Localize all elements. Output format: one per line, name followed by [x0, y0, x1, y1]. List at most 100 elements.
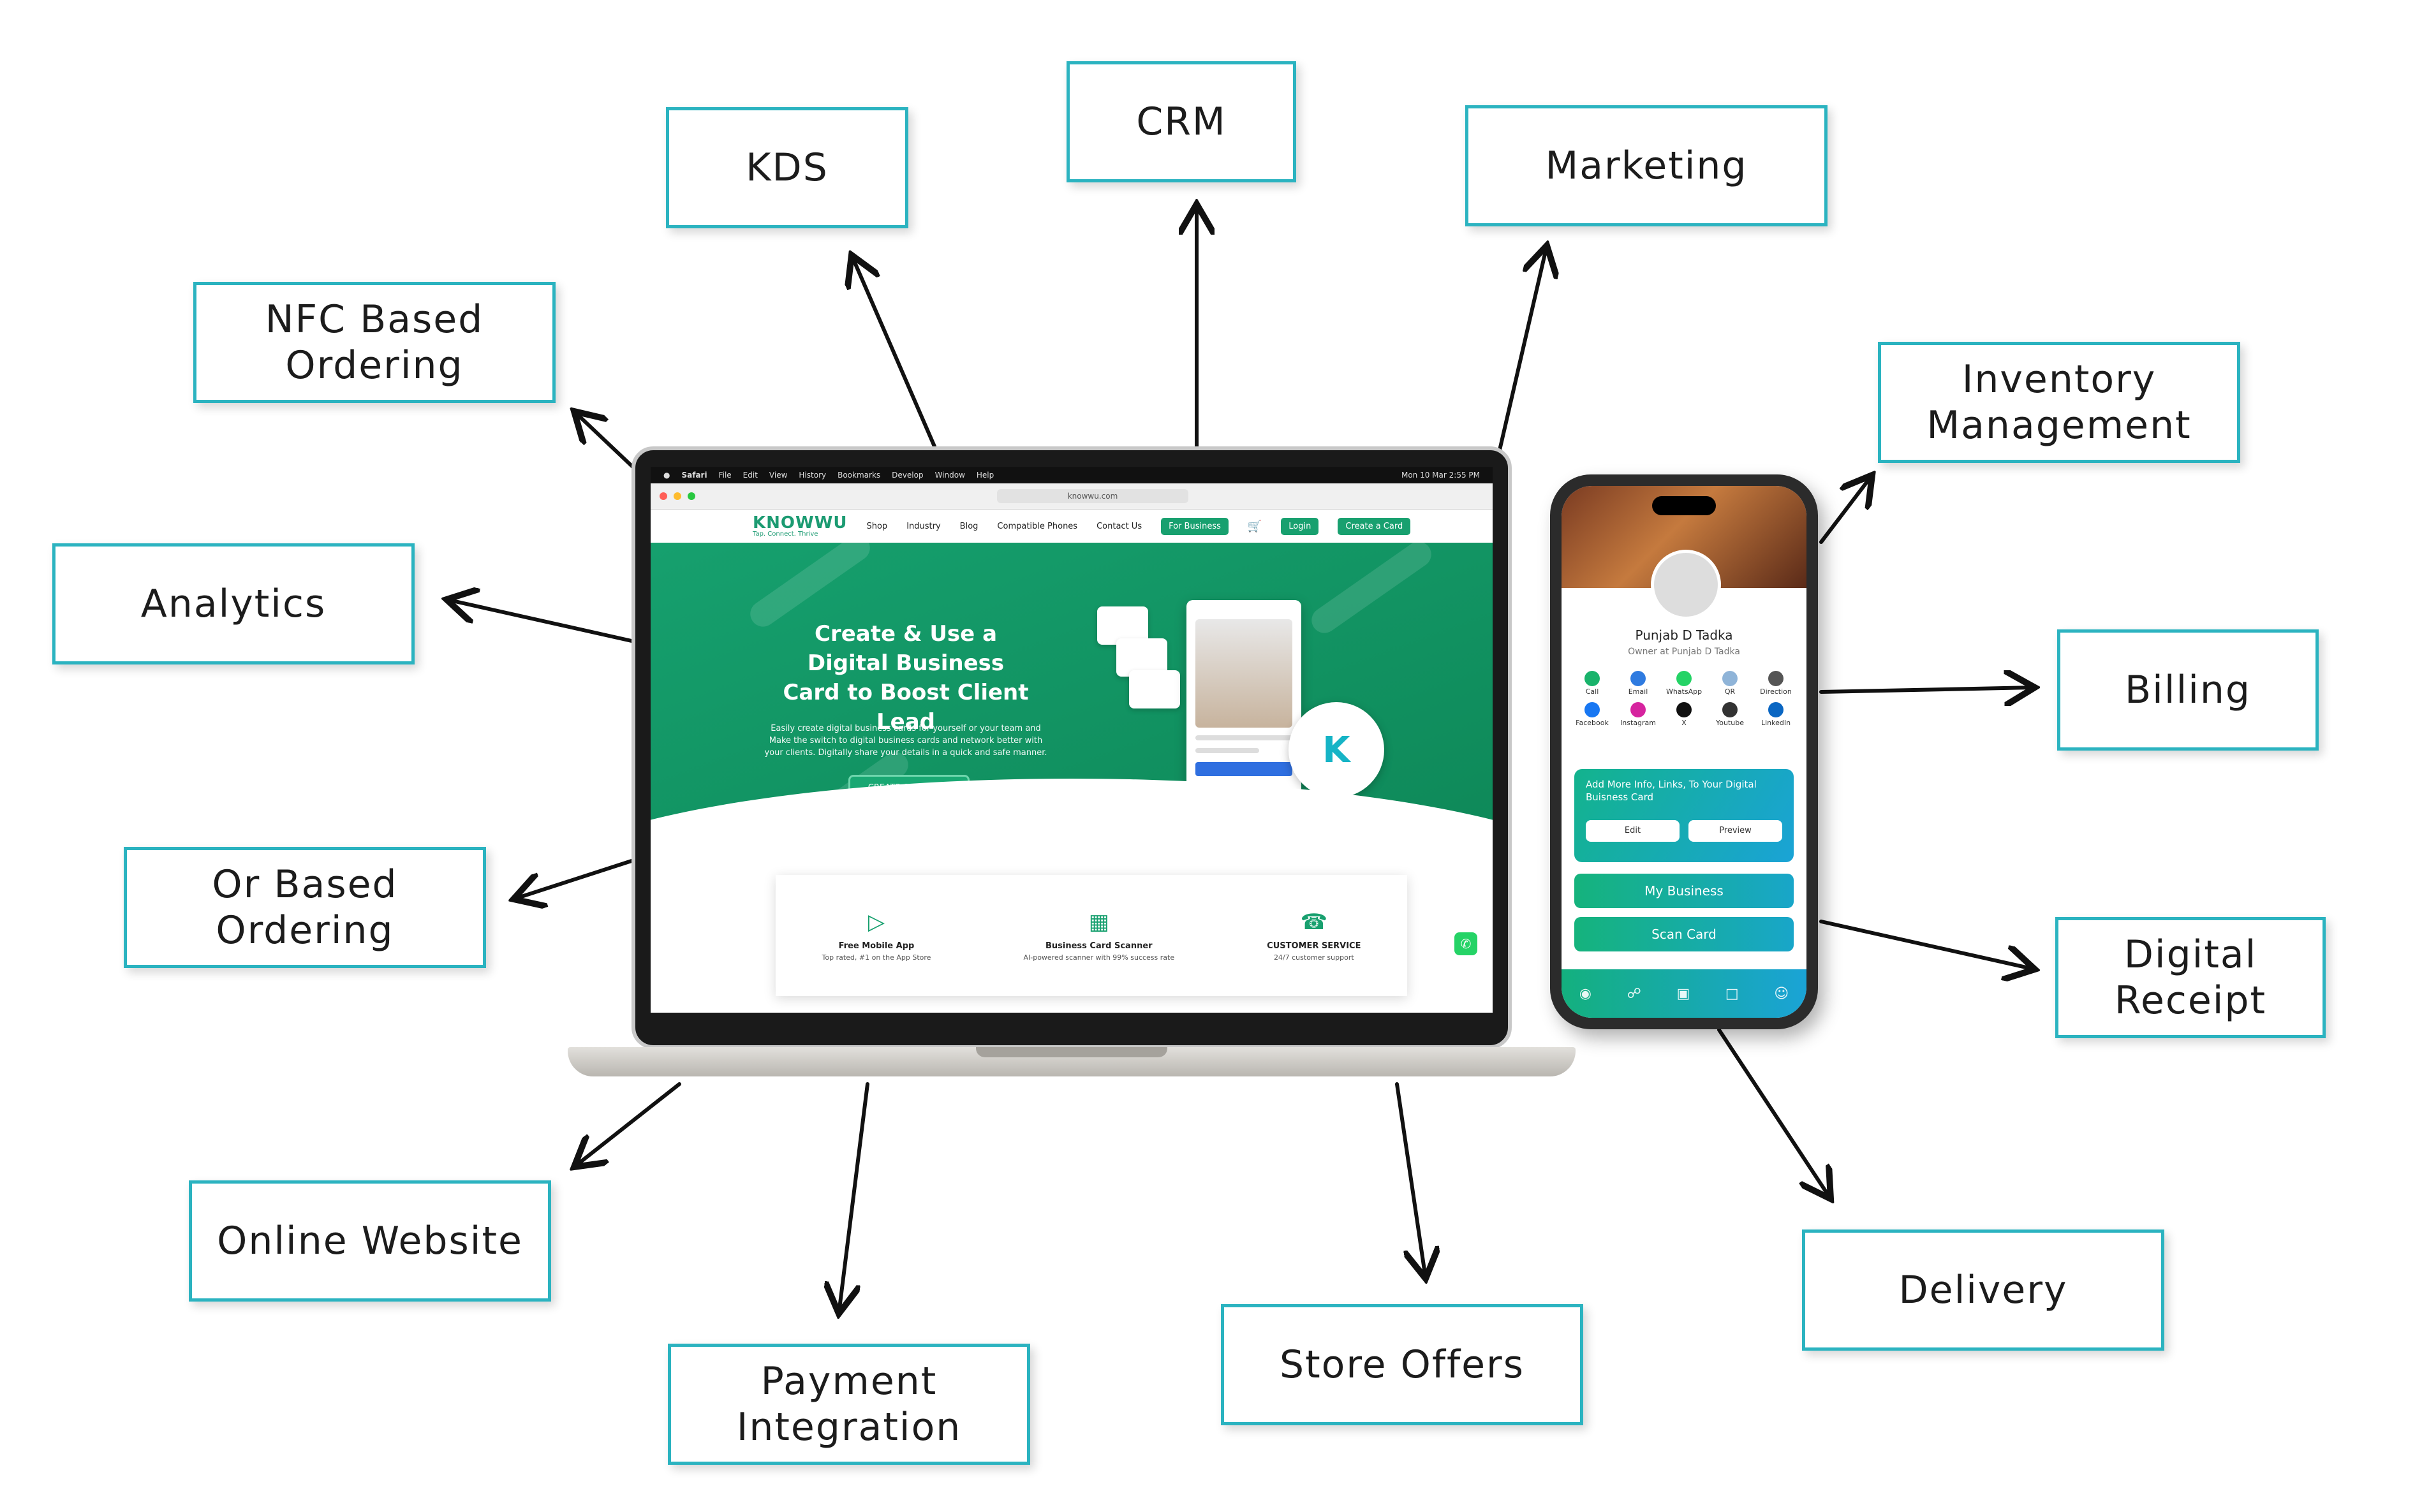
- info-buttons: Edit Preview: [1586, 820, 1782, 842]
- facebook-icon: [1584, 702, 1600, 717]
- arrow-to-inventory: [1819, 475, 1872, 544]
- zoom-window-icon[interactable]: [688, 492, 695, 500]
- login-button[interactable]: Login: [1281, 517, 1319, 535]
- profile-qr-avatar: [1651, 550, 1721, 620]
- contact-icon-item[interactable]: Call: [1569, 671, 1615, 696]
- contact-icon-label: X: [1681, 719, 1687, 727]
- feature-box-digital-receipt: Digital Receipt: [2055, 917, 2326, 1038]
- email-icon: [1630, 671, 1646, 686]
- feature-label-qr-ordering: Or Based Ordering: [212, 862, 398, 953]
- feature-box-marketing: Marketing: [1465, 105, 1828, 226]
- apple-icon[interactable]: ●: [663, 471, 670, 480]
- arrow-to-payment: [839, 1082, 869, 1314]
- direction-icon: [1768, 671, 1784, 686]
- laptop-lid: ● Safari File Edit View History Bookmark…: [631, 446, 1512, 1049]
- strip-title: Business Card Scanner: [1045, 941, 1153, 951]
- feature-label-analytics: Analytics: [140, 582, 327, 626]
- menubar-item[interactable]: Develop: [892, 471, 924, 480]
- hero-section: Create & Use a Digital Business Card to …: [651, 543, 1493, 855]
- menubar-item[interactable]: Bookmarks: [838, 471, 881, 480]
- menubar-item[interactable]: View: [769, 471, 788, 480]
- arrow-to-marketing: [1497, 246, 1547, 455]
- cards-tab-icon[interactable]: ◉: [1579, 985, 1592, 1002]
- site-nav: KNOWWU Tap. Connect. Thrive Shop Industr…: [651, 510, 1493, 543]
- mini-card: [1129, 670, 1180, 708]
- cart-icon[interactable]: 🛒: [1247, 519, 1262, 533]
- minimize-window-icon[interactable]: [674, 492, 681, 500]
- contact-icon-label: Youtube: [1716, 719, 1744, 727]
- feature-box-analytics: Analytics: [52, 543, 415, 664]
- contact-icon-label: WhatsApp: [1665, 687, 1702, 696]
- contact-icon-item[interactable]: Email: [1615, 671, 1661, 696]
- contact-icon-item[interactable]: Direction: [1753, 671, 1799, 696]
- menubar-item[interactable]: File: [718, 471, 732, 480]
- address-bar[interactable]: knowwu.com: [997, 489, 1188, 503]
- feature-box-nfc-ordering: NFC Based Ordering: [193, 282, 556, 403]
- contact-icon-item[interactable]: Youtube: [1707, 702, 1753, 727]
- strip-item: ☎ CUSTOMER SERVICE 24/7 customer support: [1267, 909, 1361, 962]
- nav-industry[interactable]: Industry: [906, 521, 941, 531]
- nav-contact-us[interactable]: Contact Us: [1097, 521, 1142, 531]
- phone-mockup: Punjab D Tadka Owner at Punjab D Tadka C…: [1550, 474, 1818, 1029]
- linkedin-icon: [1768, 702, 1784, 717]
- contact-icon-item[interactable]: LinkedIn: [1753, 702, 1799, 727]
- contact-icon-item[interactable]: QR: [1707, 671, 1753, 696]
- arrow-to-analytics: [447, 599, 633, 643]
- contact-icon-item[interactable]: Instagram: [1615, 702, 1661, 727]
- feature-label-digital-receipt: Digital Receipt: [2114, 932, 2267, 1023]
- laptop-mockup: ● Safari File Edit View History Bookmark…: [568, 446, 1576, 1084]
- contact-icon-item[interactable]: WhatsApp: [1661, 671, 1707, 696]
- feature-box-online-website: Online Website: [189, 1180, 551, 1302]
- nav-compatible-phones[interactable]: Compatible Phones: [997, 521, 1078, 531]
- close-window-icon[interactable]: [660, 492, 667, 500]
- laptop-notch: [976, 1047, 1167, 1057]
- headset-icon: ☎: [1300, 909, 1327, 935]
- scan-card-button[interactable]: Scan Card: [1574, 917, 1794, 951]
- shop-tab-icon[interactable]: ▣: [1676, 985, 1690, 1002]
- menubar-item[interactable]: History: [799, 471, 827, 480]
- business-card-preview: [1186, 600, 1301, 811]
- feature-box-payment: Payment Integration: [668, 1344, 1030, 1465]
- profile-tab-icon[interactable]: ☺: [1774, 985, 1789, 1002]
- preview-button[interactable]: Preview: [1688, 820, 1782, 842]
- feature-label-online-website: Online Website: [217, 1219, 523, 1263]
- arrow-to-kds: [852, 255, 936, 448]
- feature-box-store-offers: Store Offers: [1221, 1304, 1583, 1425]
- scan-tab-icon[interactable]: □: [1725, 985, 1739, 1002]
- qr-icon: [1722, 671, 1738, 686]
- nav-blog[interactable]: Blog: [959, 521, 979, 531]
- phone-screen: Punjab D Tadka Owner at Punjab D Tadka C…: [1562, 486, 1806, 1018]
- arrow-to-digital-receipt: [1819, 920, 2035, 969]
- dynamic-island: [1652, 496, 1716, 515]
- feature-label-delivery: Delivery: [1898, 1268, 2068, 1312]
- menubar-item[interactable]: Edit: [742, 471, 758, 480]
- contact-icon-item[interactable]: Facebook: [1569, 702, 1615, 727]
- share-tab-icon[interactable]: ☍: [1627, 985, 1641, 1002]
- mac-menubar: ● Safari File Edit View History Bookmark…: [651, 467, 1493, 483]
- feature-label-inventory: Inventory Management: [1926, 357, 2192, 448]
- menubar-item[interactable]: Help: [976, 471, 994, 480]
- contact-icon-label: Instagram: [1620, 719, 1656, 727]
- create-card-button[interactable]: Create a Card: [1338, 517, 1411, 535]
- contact-icon-label: Email: [1628, 687, 1648, 696]
- knowwu-logo[interactable]: KNOWWU Tap. Connect. Thrive: [753, 515, 847, 538]
- decor-stripe: [1306, 543, 1436, 638]
- nav-shop[interactable]: Shop: [866, 521, 888, 531]
- arrow-to-nfc-ordering: [574, 411, 637, 471]
- laptop-screen: ● Safari File Edit View History Bookmark…: [651, 467, 1493, 1013]
- menubar-item[interactable]: Window: [934, 471, 965, 480]
- call-icon: [1584, 671, 1600, 686]
- feature-label-nfc-ordering: NFC Based Ordering: [265, 297, 484, 388]
- contact-icon-label: Call: [1585, 687, 1599, 696]
- for-business-button[interactable]: For Business: [1161, 517, 1229, 535]
- whatsapp-icon[interactable]: ✆: [1454, 932, 1477, 955]
- contact-icon-item[interactable]: X: [1661, 702, 1707, 727]
- my-business-button[interactable]: My Business: [1574, 874, 1794, 908]
- info-text: Add More Info, Links, To Your Digital Bu…: [1586, 779, 1757, 803]
- x-icon: [1676, 702, 1692, 717]
- arrow-to-online-website: [574, 1082, 681, 1167]
- arrow-to-delivery: [1717, 1028, 1831, 1199]
- logo-name: KNOWWU: [753, 513, 848, 532]
- menubar-app[interactable]: Safari: [681, 471, 707, 480]
- edit-button[interactable]: Edit: [1586, 820, 1680, 842]
